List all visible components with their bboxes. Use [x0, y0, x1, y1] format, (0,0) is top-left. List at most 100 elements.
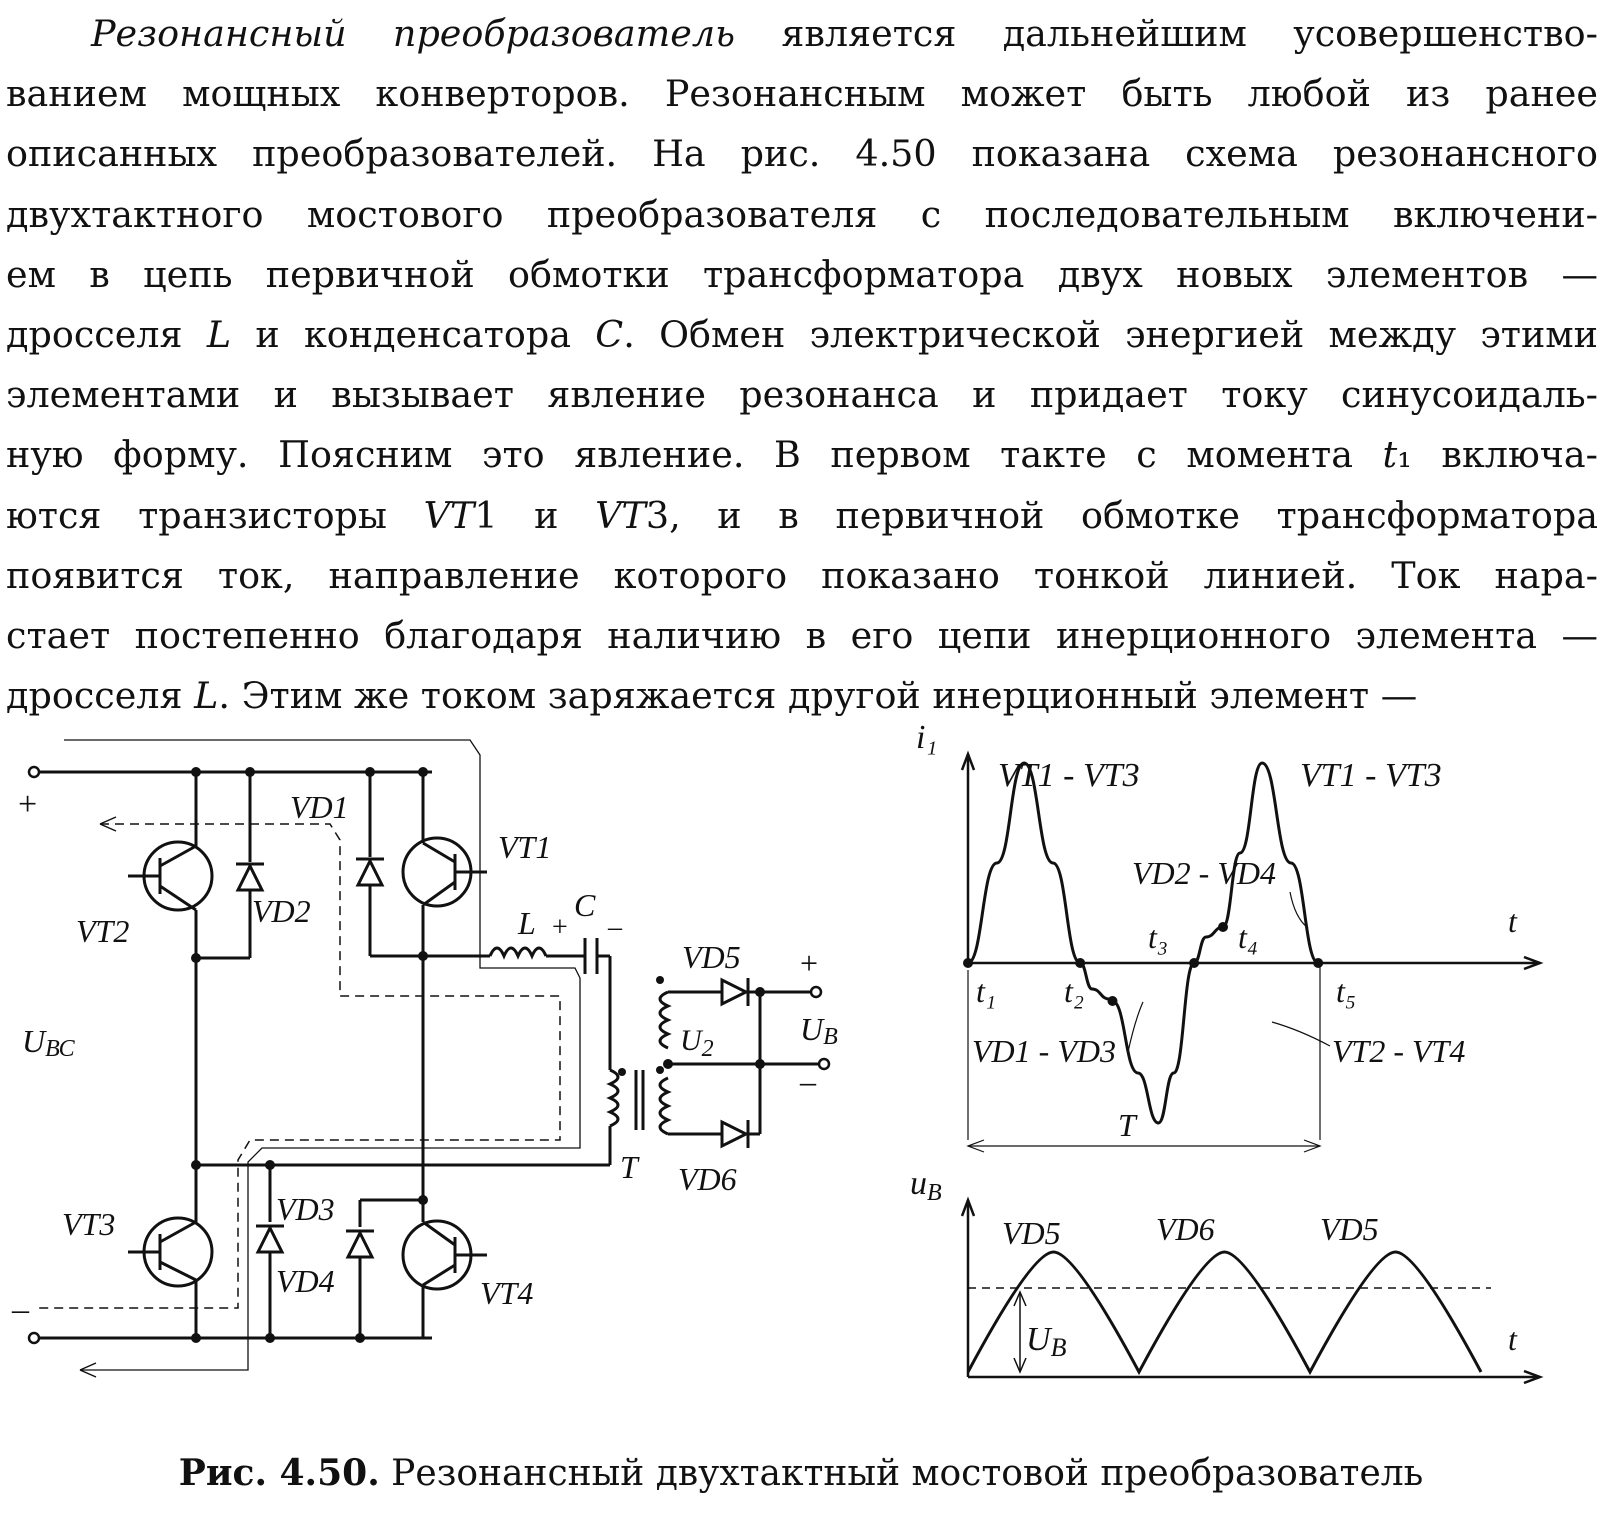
paragraph-line: двухтактного мостового преобразователя с…	[6, 185, 1598, 245]
current-waveform	[967, 761, 1319, 1125]
text-run: элементами и вызывает явление резонанса …	[6, 373, 1598, 417]
tick-t5: t₅	[1336, 973, 1356, 1009]
period-label: T	[1118, 1107, 1138, 1143]
output-minus: –	[799, 1063, 817, 1099]
label-vd5: VD5	[682, 939, 741, 975]
tick-t2: t₂	[1064, 973, 1084, 1009]
paragraph-line: стает постепенно благодаря наличию в его…	[6, 606, 1598, 666]
italic-term: t	[1382, 433, 1398, 477]
input-minus: –	[11, 1291, 30, 1328]
text-run: 1 и	[474, 493, 596, 537]
text-run: стает постепенно благодаря наличию в его…	[6, 613, 1598, 657]
text-run: ванием мощных конверторов. Резонансным м…	[6, 72, 1598, 116]
label-vd3: VD3	[276, 1191, 335, 1227]
paragraph-line: дросселя L. Этим же током заряжается дру…	[6, 666, 1598, 726]
text-run: двухтактного мостового преобразователя с…	[6, 192, 1598, 236]
annotation-vd5-second: VD5	[1320, 1211, 1379, 1247]
chart2-xlabel: t	[1508, 1321, 1518, 1357]
annotation-vd1-vd3: VD1 - VD3	[972, 1033, 1116, 1069]
paragraph-line: ются транзисторы VT1 и VT3, и в первично…	[6, 486, 1598, 546]
chart1-current-curve	[967, 761, 1319, 1125]
caption-number: Рис. 4.50.	[178, 1452, 380, 1494]
paragraph-line: ем в цепь первичной обмотки трансформато…	[6, 245, 1598, 305]
label-transformer: T	[620, 1149, 640, 1185]
tick-point	[1107, 996, 1118, 1006]
chart2-y-arrow	[960, 1196, 976, 1217]
rectified-voltage-waveform	[966, 1250, 1483, 1376]
output-plus: +	[800, 945, 818, 981]
avg-dimension-arrows	[1013, 1290, 1027, 1374]
caption-text: Резонансный двухтактный мостовой преобра…	[379, 1453, 1424, 1494]
label-vt1: VT1	[498, 829, 551, 865]
tick-t4: t₄	[1238, 919, 1258, 955]
italic-term: Резонансный преобразователь	[91, 12, 735, 55]
chart1-y-arrow	[960, 750, 976, 771]
paragraph-line: ную форму. Поясним это явление. В первом…	[6, 425, 1598, 485]
tick-t1: t₁	[976, 973, 996, 1009]
label-inductor: L	[517, 905, 536, 941]
annotation-vt2-vt4: VT2 - VT4	[1332, 1033, 1465, 1069]
waveform-charts: i₁ t VT1 - VT3 VT1 - VT3 VD2 - VD4 VD1 -…	[910, 719, 1544, 1385]
label-vt2: VT2	[76, 913, 129, 949]
body-paragraph: Резонансный преобразователь является дал…	[6, 4, 1598, 726]
leader-vt2-vt4	[1271, 1021, 1331, 1047]
text-run: дросселя	[6, 312, 207, 356]
text-run: дросселя	[6, 674, 195, 718]
annotation-vt1-vt3-first: VT1 - VT3	[998, 757, 1140, 794]
text-run: . Обмен электрической энергией между эти…	[623, 312, 1599, 356]
tick-point	[1189, 958, 1200, 968]
paragraph-line: появится ток, направление которого показ…	[6, 546, 1598, 606]
italic-term: VT	[423, 493, 475, 537]
chart2-avg-label: UВ	[1026, 1321, 1067, 1362]
tick-point	[963, 958, 973, 968]
text-run: ₁ включа-	[1397, 433, 1598, 477]
chart1-x-arrow	[1523, 955, 1544, 971]
paragraph-line: элементами и вызывает явление резонанса …	[6, 365, 1598, 425]
leader-vd1-vd3	[1127, 1001, 1144, 1053]
chart2-ylabel: uВ	[910, 1165, 942, 1206]
label-vd2: VD2	[252, 893, 311, 929]
label-u2: U2	[680, 1024, 714, 1062]
annotation-vd5-first: VD5	[1002, 1215, 1061, 1251]
text-run: является дальнейшим усовершенство-	[735, 12, 1598, 55]
text-run: описанных преобразователей. На рис. 4.50…	[6, 132, 1598, 176]
label-ubc: UВС	[22, 1023, 76, 1062]
paragraph-line: ванием мощных конверторов. Резонансным м…	[6, 64, 1598, 124]
label-vd1: VD1	[290, 789, 349, 825]
input-plus: +	[18, 786, 37, 823]
label-vd6: VD6	[678, 1161, 737, 1197]
text-run: ются транзисторы	[6, 493, 424, 537]
paragraph-line: дросселя L и конденсатора C. Обмен элект…	[6, 305, 1598, 365]
chart1-tick-dots	[963, 922, 1324, 1006]
italic-term: C	[595, 312, 624, 356]
label-vd4: VD4	[276, 1263, 335, 1299]
chart1-ylabel: i₁	[916, 719, 937, 756]
label-capacitor: C	[574, 887, 596, 923]
chart1-xlabel: t	[1508, 903, 1518, 939]
bridge-converter-schematic: + – VD1 VD2 VD3 VD4 VD5 VD6 VT1 VT2 VT3 …	[11, 739, 838, 1378]
chart2-x-arrow	[1523, 1369, 1544, 1385]
tick-point	[1313, 958, 1324, 968]
text-run: . Этим же током заряжается другой инерци…	[218, 674, 1418, 718]
tick-point	[1075, 958, 1086, 968]
text-run: ем в цепь первичной обмотки трансформато…	[6, 252, 1598, 296]
italic-term: L	[206, 312, 232, 356]
italic-term: VT	[595, 493, 646, 537]
label-vt4: VT4	[480, 1275, 533, 1311]
chart2-voltage-curve	[966, 1250, 1483, 1376]
annotation-vd6: VD6	[1156, 1211, 1215, 1247]
annotation-vd2-vd4: VD2 - VD4	[1132, 855, 1276, 891]
text-run: ную форму. Поясним это явление. В первом…	[6, 433, 1383, 477]
figure-caption: Рис. 4.50. Резонансный двухтактный мосто…	[0, 1452, 1602, 1494]
paragraph-line: описанных преобразователей. На рис. 4.50…	[6, 124, 1598, 184]
label-ub: UВ	[800, 1011, 838, 1050]
text-run: появится ток, направление которого показ…	[6, 553, 1598, 597]
label-c-plus: +	[552, 912, 568, 943]
label-c-minus: –	[607, 912, 623, 943]
text-run: и конденсатора	[231, 312, 596, 356]
tick-point	[1218, 922, 1228, 932]
label-vt3: VT3	[62, 1206, 115, 1242]
italic-term: L	[194, 674, 219, 718]
text-run: 3, и в первичной обмотке трансформатора	[645, 493, 1598, 537]
paragraph-line: Резонансный преобразователь является дал…	[6, 4, 1598, 64]
